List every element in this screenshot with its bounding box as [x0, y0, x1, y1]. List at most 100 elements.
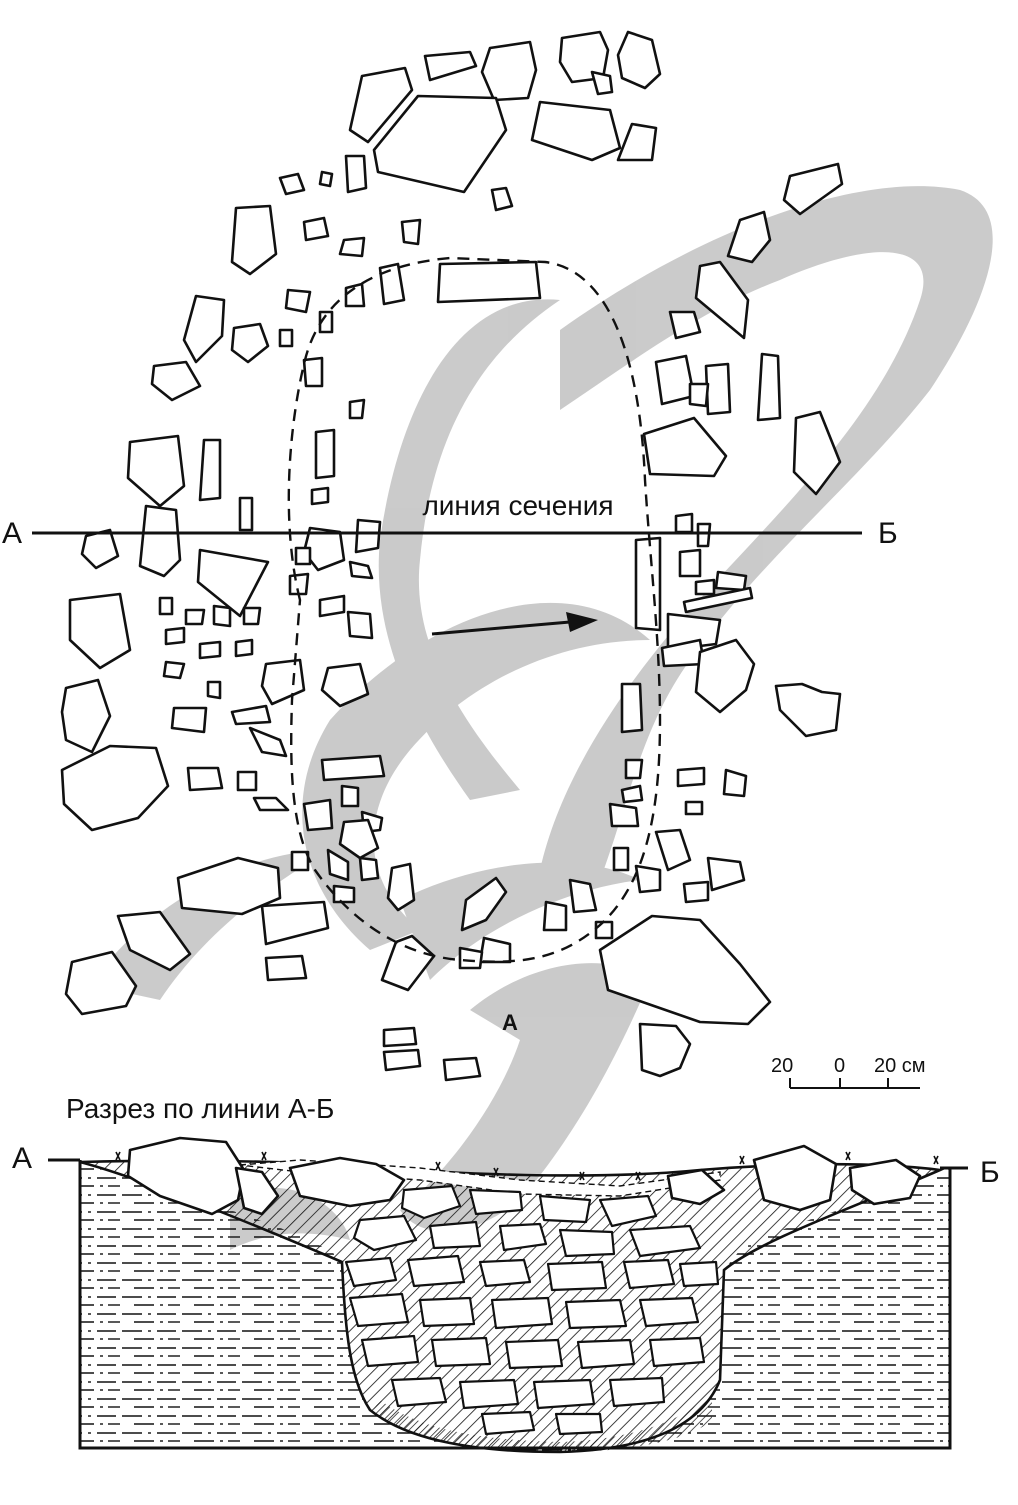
plan-stone	[568, 878, 598, 914]
plan-stone	[318, 594, 346, 618]
scale-right-value: 20 см	[874, 1055, 926, 1077]
plan-stone	[616, 30, 662, 90]
plan-stone	[284, 288, 312, 314]
plan-stone	[230, 704, 272, 726]
plan-stone	[290, 850, 310, 872]
plan-stone	[480, 40, 538, 102]
plan-stones	[60, 30, 844, 1082]
point-a-label: А	[2, 517, 22, 550]
section-point-a-label: А	[12, 1142, 32, 1175]
plan-stone	[694, 638, 756, 714]
plan-stone	[60, 744, 170, 832]
section-stone	[234, 1166, 280, 1216]
plan-stone	[344, 154, 368, 194]
scale-center-value: 0	[834, 1055, 845, 1077]
plan-stone	[458, 946, 484, 970]
plan-stone	[722, 768, 748, 798]
plan-stone	[176, 856, 282, 916]
plan-stone	[478, 936, 512, 964]
plan-stone	[490, 186, 514, 212]
direction-arrow	[431, 612, 598, 636]
plan-stone	[344, 282, 366, 308]
plan-stone	[196, 548, 270, 618]
plan-stone	[400, 218, 422, 246]
plan-stone	[726, 210, 772, 264]
plan-stone	[302, 216, 330, 242]
grass-marks	[115, 1151, 939, 1181]
plan-stone	[654, 828, 692, 872]
plan-stone	[260, 658, 306, 706]
plan-stone	[206, 680, 222, 700]
plan-stone	[186, 766, 224, 792]
section-title: Разрез по линии А-Б	[66, 1093, 334, 1124]
plan-stone	[126, 434, 186, 508]
plan-stone	[530, 100, 622, 162]
section-stone	[752, 1144, 838, 1212]
section-stone	[666, 1168, 726, 1206]
plan-stone	[338, 818, 380, 860]
plan-stone	[706, 856, 746, 892]
plan-stone	[782, 162, 844, 216]
pit-fill-stones	[344, 1184, 720, 1436]
plan-stone	[340, 784, 360, 808]
plan-stone	[348, 560, 374, 580]
plan-stone	[326, 848, 350, 882]
plan-stone	[714, 570, 748, 592]
plan-stone	[346, 610, 374, 640]
plan-stone	[612, 846, 630, 872]
plan-stone	[302, 356, 324, 388]
plan-stone	[674, 512, 694, 534]
plan-stone	[590, 70, 614, 96]
plan-stone	[598, 914, 772, 1026]
point-b-label: Б	[878, 517, 898, 550]
plan-stone	[348, 66, 414, 144]
plan-stone	[260, 900, 330, 946]
plan-stone	[162, 660, 186, 680]
plan-stone	[436, 260, 542, 304]
plan-stone	[442, 1056, 482, 1082]
plan-stone	[264, 954, 308, 982]
plan-stone	[314, 428, 336, 480]
plan-stone	[378, 262, 406, 306]
plan-stone	[116, 910, 192, 972]
plan-stone	[182, 294, 226, 364]
section-point-b-label: Б	[980, 1156, 1000, 1189]
plan-stone	[756, 352, 782, 422]
plan-stone	[278, 172, 306, 196]
section-stone	[848, 1158, 922, 1206]
plan-stone	[774, 682, 842, 738]
plan-stone	[682, 880, 710, 904]
plan-stone	[654, 354, 696, 406]
plan-stone	[138, 504, 182, 578]
plan-stone	[320, 754, 386, 782]
plan-stone	[164, 626, 186, 646]
plan-stone	[694, 260, 750, 340]
plan-stone	[634, 536, 662, 632]
plan-stone	[684, 800, 704, 816]
plan-stone	[278, 328, 294, 348]
plan-stone	[668, 310, 702, 340]
plan-stone	[594, 920, 614, 940]
scale-left-value: 20	[771, 1055, 793, 1077]
plan-stone	[252, 796, 290, 812]
plan-stone	[294, 546, 312, 566]
plan-stone	[68, 592, 132, 670]
plan-stone	[616, 122, 658, 162]
plan-stone	[542, 900, 568, 932]
plan-stone	[198, 640, 222, 660]
plan-stone	[302, 798, 334, 832]
plan-stone	[620, 682, 644, 734]
plan-stone	[354, 518, 382, 554]
plan-stone	[150, 360, 202, 402]
section-line-label: линия сечения	[422, 490, 613, 521]
plan-stone	[318, 170, 334, 188]
pit-outline-dashed	[287, 256, 662, 963]
plan-stone	[704, 362, 732, 416]
plan-stone	[634, 864, 662, 894]
plan-stone	[382, 1048, 422, 1072]
plan-stone	[624, 758, 644, 780]
plan-stone	[248, 726, 288, 758]
plan-stone	[460, 876, 508, 932]
plan-stone	[348, 398, 366, 420]
